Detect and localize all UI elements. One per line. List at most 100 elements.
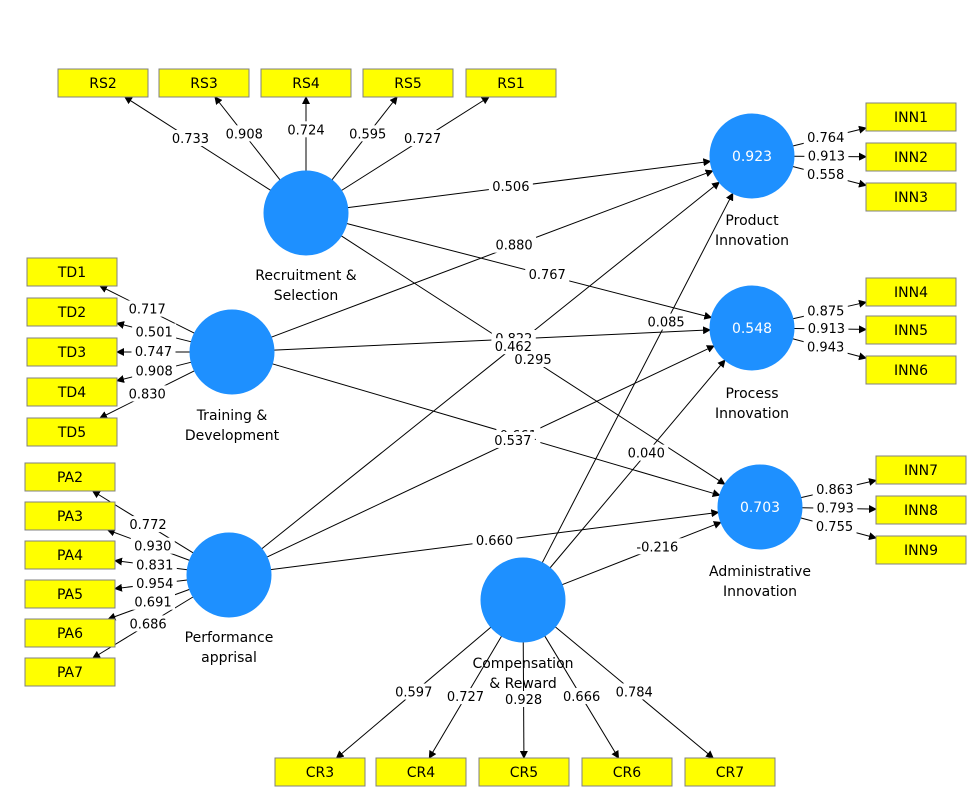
construct-label-td-1: Training &: [196, 408, 268, 424]
construct-label-td-2: Development: [185, 428, 280, 444]
indicator-pa4[interactable]: [24, 540, 116, 570]
indicator-label-cr7: CR7: [716, 765, 744, 781]
loading-inn1-bg: [803, 128, 848, 145]
construct-label-pi-1: Product: [725, 213, 779, 229]
indicator-label-td4: TD4: [57, 385, 86, 401]
construct-label-ai-2: Innovation: [723, 584, 797, 600]
indicator-inn4[interactable]: [865, 277, 957, 307]
indicator-td1[interactable]: [26, 257, 118, 287]
indicator-pa7[interactable]: [24, 657, 116, 687]
indicator-td2[interactable]: [26, 297, 118, 327]
indicator-rs2[interactable]: [57, 68, 149, 98]
indicator-label-pa4: PA4: [57, 548, 83, 564]
construct-label-pri-2: Innovation: [715, 406, 789, 422]
loading-cr7-bg: [612, 683, 657, 700]
indicator-label-pa7: PA7: [57, 665, 83, 681]
loading-inn6: 0.943: [807, 340, 844, 355]
indicator-td3[interactable]: [26, 337, 118, 367]
indicator-label-cr5: CR5: [510, 765, 538, 781]
path-coef-rs-pri: 0.767: [529, 268, 566, 283]
r2-pi: 0.923: [732, 149, 772, 165]
indicator-label-rs3: RS3: [190, 76, 218, 92]
construct-ai[interactable]: [717, 464, 803, 550]
loading-inn7: 0.863: [816, 483, 853, 498]
indicator-inn8[interactable]: [875, 495, 967, 525]
path-coef-pa-pri-bg: [490, 431, 535, 448]
indicator-inn3[interactable]: [865, 182, 957, 212]
construct-rs[interactable]: [263, 170, 349, 256]
indicator-td5[interactable]: [26, 417, 118, 447]
loading-inn8: 0.793: [817, 501, 854, 516]
indicator-cr5[interactable]: [478, 757, 570, 787]
loading-pa4-bg: [132, 556, 177, 573]
loading-inn8-bg: [813, 499, 858, 516]
construct-td[interactable]: [189, 309, 275, 395]
path-td-ai: [272, 363, 721, 498]
indicator-inn2[interactable]: [865, 142, 957, 172]
construct-label-pa-2: apprisal: [201, 650, 257, 666]
indicator-label-td2: TD2: [57, 305, 86, 321]
path-cr-pri: [549, 359, 726, 569]
indicator-pa6[interactable]: [24, 618, 116, 648]
indicator-rs1[interactable]: [465, 68, 557, 98]
loading-td4-bg: [132, 362, 177, 379]
construct-pa[interactable]: [186, 532, 272, 618]
loading-inn3: 0.558: [807, 168, 844, 183]
construct-label-pi-2: Innovation: [715, 233, 789, 249]
loading-td2: 0.501: [136, 326, 173, 341]
indicator-inn7[interactable]: [875, 455, 967, 485]
loading-td4: 0.908: [136, 364, 173, 379]
indicator-inn9[interactable]: [875, 535, 967, 565]
loading-pa3: 0.930: [134, 540, 171, 555]
loading-inn2-bg: [804, 147, 849, 164]
indicator-cr6[interactable]: [581, 757, 673, 787]
construct-cr[interactable]: [480, 557, 566, 643]
path-coef-cr-pri: 0.040: [628, 447, 665, 462]
loading-pa2: 0.772: [129, 518, 166, 533]
loading-pa2-bg: [126, 516, 171, 533]
indicator-rs5[interactable]: [362, 68, 454, 98]
loading-cr3-bg: [391, 683, 436, 700]
indicator-label-inn8: INN8: [904, 503, 938, 519]
indicator-rs4[interactable]: [260, 68, 352, 98]
loading-rs4-bg: [284, 121, 328, 138]
indicator-pa5[interactable]: [24, 579, 116, 609]
loading-inn3-bg: [803, 165, 848, 182]
loading-rs2-bg: [168, 130, 213, 147]
indicator-label-cr6: CR6: [613, 765, 642, 781]
indicator-label-rs2: RS2: [89, 76, 117, 92]
loading-td2-bg: [132, 323, 177, 340]
indicator-inn1[interactable]: [865, 102, 957, 132]
indicator-label-pa3: PA3: [57, 509, 83, 525]
loading-cr6: 0.666: [563, 690, 600, 705]
indicator-label-rs1: RS1: [497, 76, 525, 92]
construct-label-cr-1: Compensation: [472, 656, 573, 672]
indicator-label-cr3: CR3: [306, 765, 334, 781]
path-coef-cr-ai: -0.216: [636, 540, 678, 555]
path-coef-cr-pi: 0.085: [647, 316, 684, 331]
indicator-pa2[interactable]: [24, 462, 116, 492]
loading-cr3: 0.597: [395, 686, 432, 701]
loading-cr5-bg: [501, 690, 546, 707]
construct-pi[interactable]: [709, 113, 795, 199]
loading-pa3-bg: [130, 537, 175, 554]
loading-pa5: 0.954: [136, 577, 173, 592]
path-pa-pi: [261, 181, 721, 550]
loading-rs3: 0.908: [226, 127, 263, 142]
loading-pa7: 0.686: [129, 617, 166, 632]
indicator-rs3[interactable]: [158, 68, 250, 98]
loading-td1: 0.717: [129, 303, 166, 318]
indicator-cr7[interactable]: [684, 757, 776, 787]
indicator-inn6[interactable]: [865, 355, 957, 385]
loading-inn5: 0.913: [808, 322, 845, 337]
indicator-label-inn3: INN3: [894, 190, 928, 206]
construct-pri[interactable]: [709, 285, 795, 371]
loading-pa5-bg: [132, 574, 177, 591]
indicator-td4[interactable]: [26, 377, 118, 407]
indicator-cr4[interactable]: [375, 757, 467, 787]
indicator-inn5[interactable]: [865, 315, 957, 345]
indicator-cr3[interactable]: [274, 757, 366, 787]
loading-rs4: 0.724: [287, 123, 324, 138]
indicator-pa3[interactable]: [24, 501, 116, 531]
